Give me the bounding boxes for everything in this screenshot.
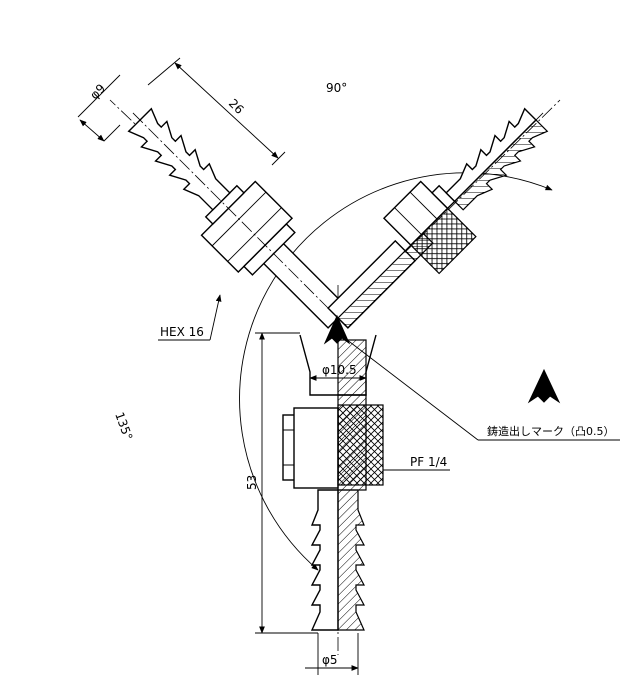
casting-mark-note: 鋳造出しマーク（凸0.5）	[341, 335, 620, 441]
dim-height-53: 53	[245, 332, 318, 634]
dim-hose-dia-upper: φ9	[77, 74, 121, 142]
dim-bore-dia-label: φ10.5	[322, 363, 357, 377]
casting-mark-symbol-large	[527, 368, 561, 404]
dim-angle-135-label: 135°	[112, 410, 135, 442]
dim-hex: HEX 16	[158, 294, 222, 341]
dim-angle-90-label: 90°	[326, 81, 347, 95]
dim-tip-dia-label: φ5	[322, 653, 338, 667]
left-branch	[127, 107, 349, 329]
dim-hose-dia-upper-label: φ9	[87, 81, 108, 102]
dim-length-26-label: 26	[226, 96, 247, 117]
dim-hex-label: HEX 16	[160, 325, 204, 339]
dim-height-53-label: 53	[245, 475, 259, 490]
dim-thread-label: PF 1/4	[410, 455, 447, 469]
right-branch	[327, 107, 549, 329]
dim-bore-dia: φ10.5	[309, 363, 367, 381]
casting-mark-note-label: 鋳造出しマーク（凸0.5）	[487, 424, 615, 438]
vertical-branch	[282, 334, 384, 631]
dim-thread: PF 1/4	[383, 455, 450, 471]
dim-tip-dia: φ5	[305, 633, 359, 675]
